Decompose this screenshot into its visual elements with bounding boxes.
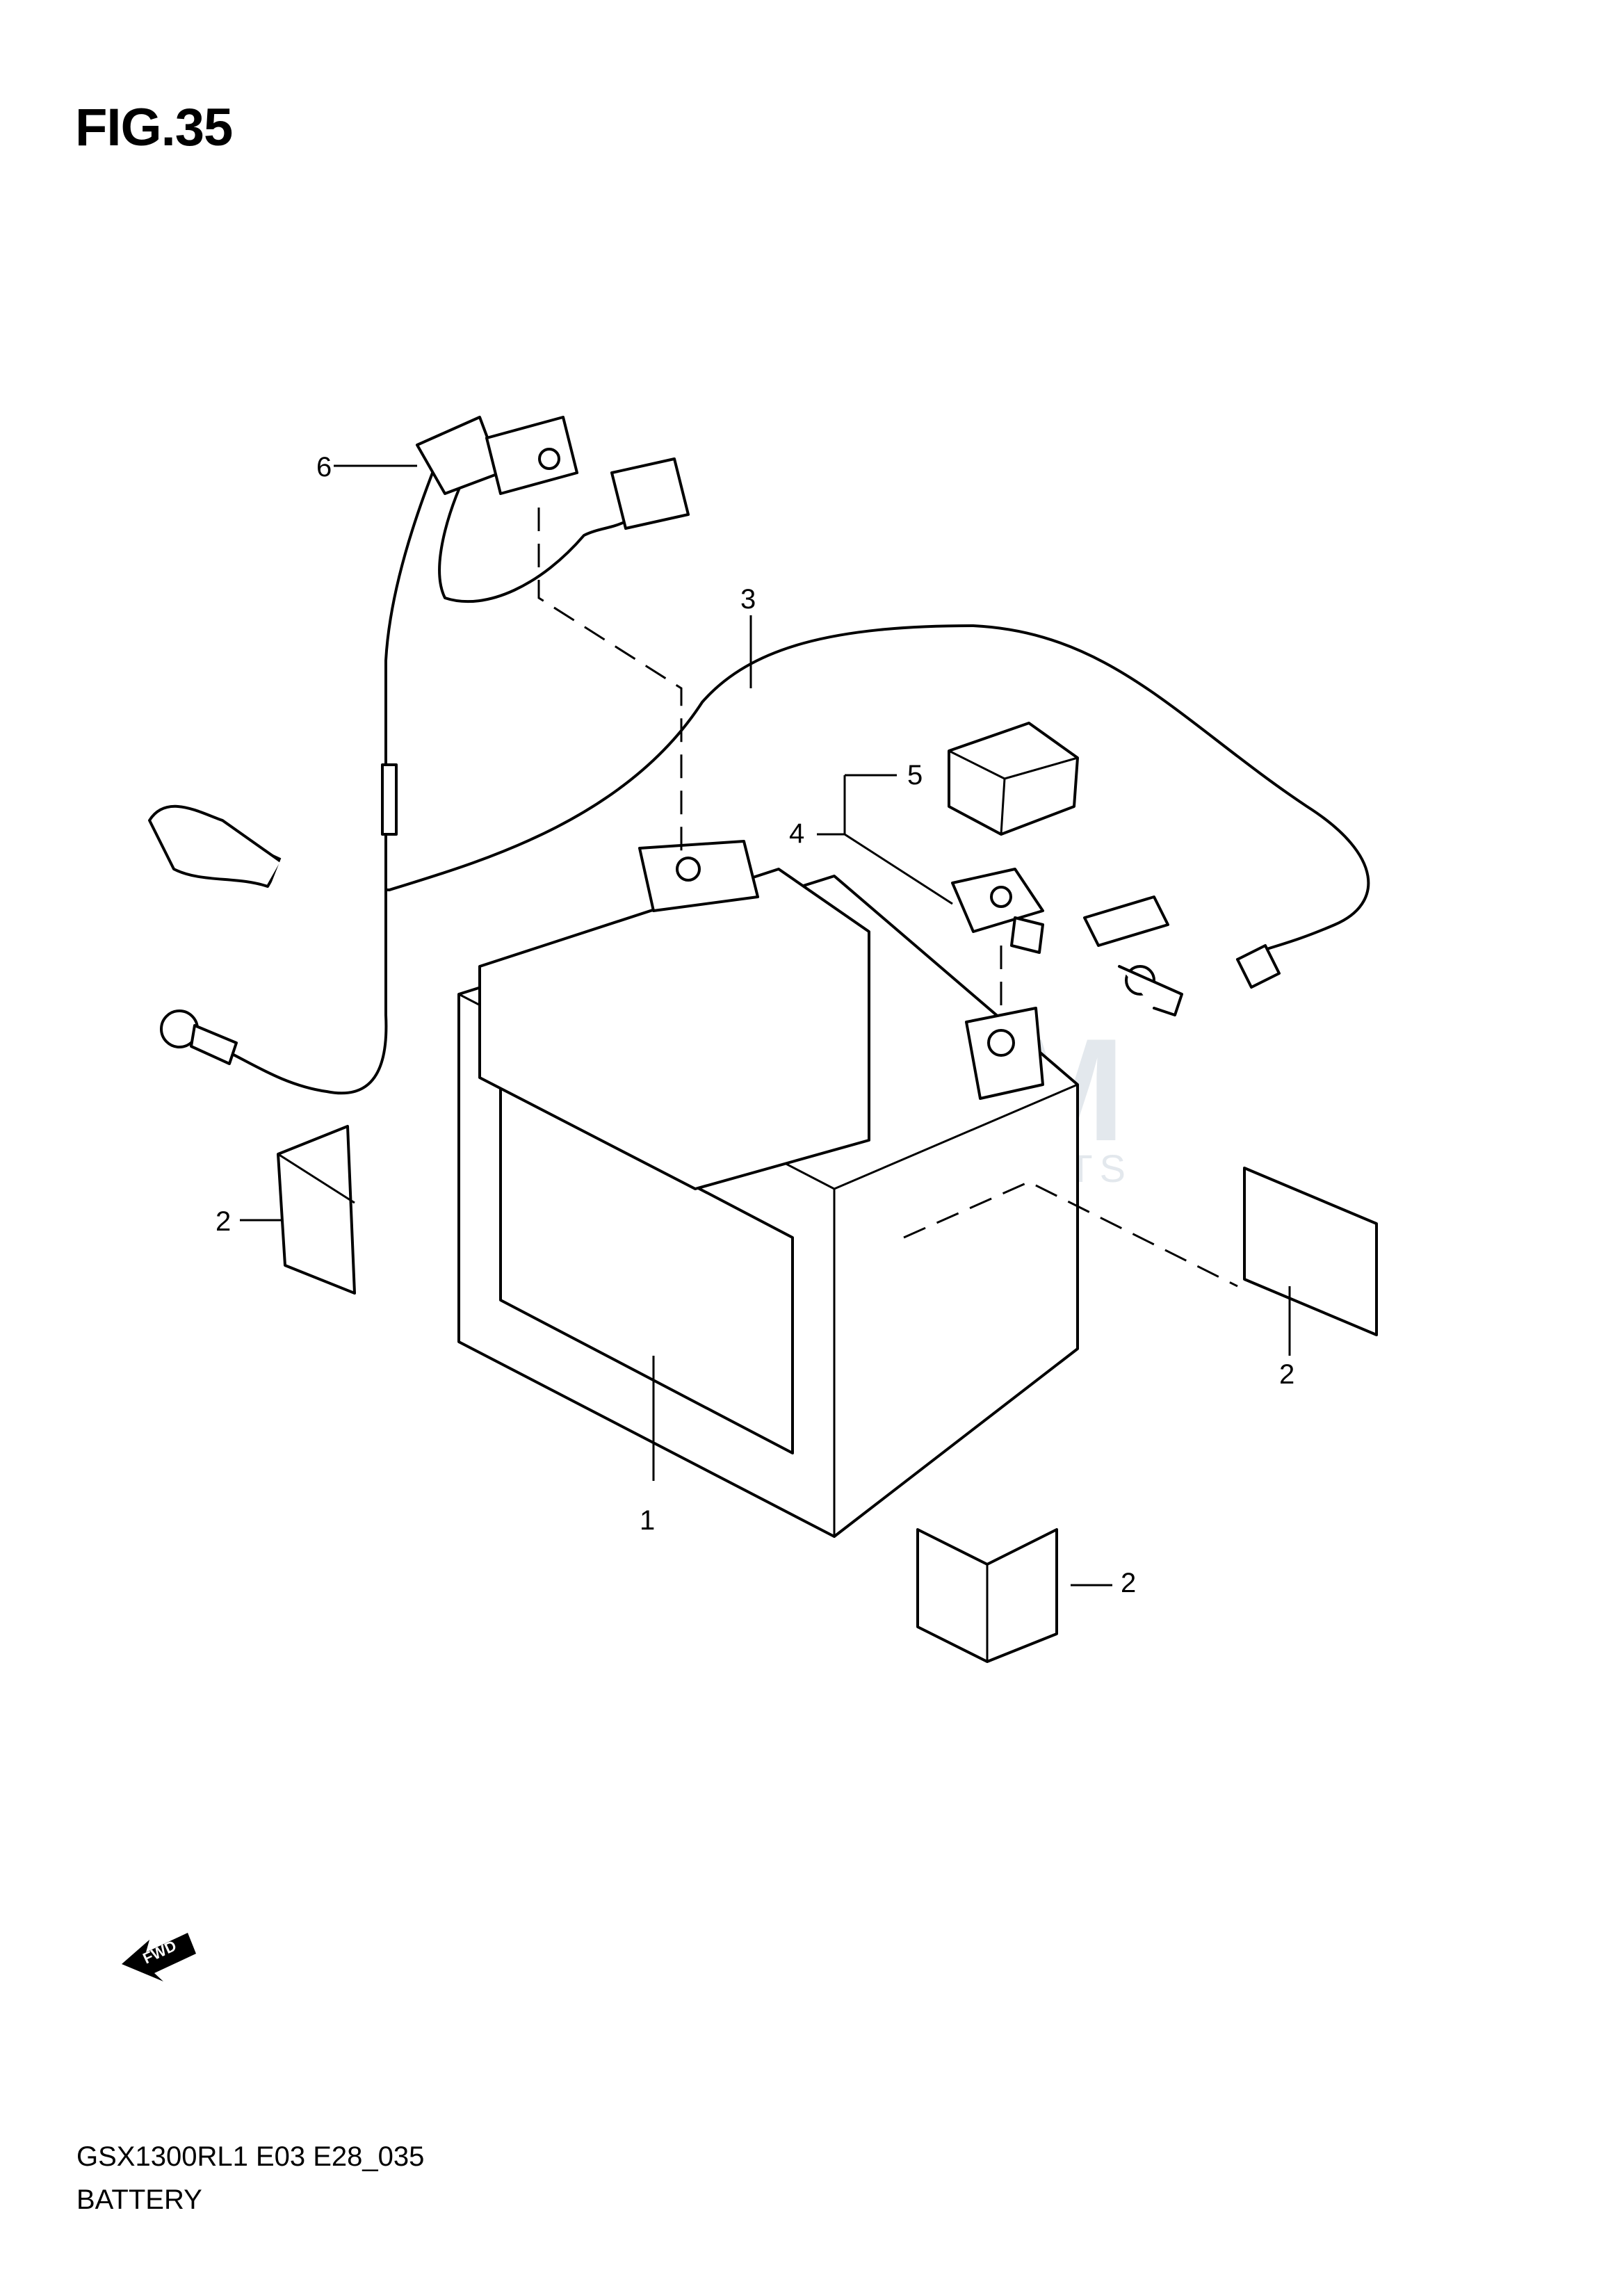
terminal-cover — [948, 722, 1079, 836]
assembly-line-pad — [903, 1181, 1238, 1288]
callout-1: 1 — [640, 1505, 655, 1536]
terminal-bolt-nut — [951, 868, 1044, 954]
battery-pad-bottom — [916, 1528, 1058, 1663]
battery — [457, 840, 1079, 1538]
assembly-line-ground — [537, 508, 683, 855]
callout-3: 3 — [740, 584, 756, 615]
ground-lead — [160, 416, 690, 1095]
model-code: GSX1300RL1 E03 E28_035 — [76, 2141, 425, 2172]
battery-pad-right — [1243, 1167, 1378, 1336]
figure-name: BATTERY — [76, 2184, 202, 2215]
fwd-arrow-icon: FWD — [122, 1933, 196, 1981]
battery-pad-left — [277, 1125, 356, 1295]
callout-2-right: 2 — [1279, 1359, 1294, 1390]
callout-2-bottom: 2 — [1121, 1568, 1136, 1598]
callout-2-left: 2 — [216, 1206, 231, 1237]
callout-5: 5 — [907, 760, 923, 790]
figure-title: FIG.35 — [75, 98, 233, 157]
callout-6: 6 — [316, 452, 332, 482]
callout-4: 4 — [789, 818, 804, 849]
